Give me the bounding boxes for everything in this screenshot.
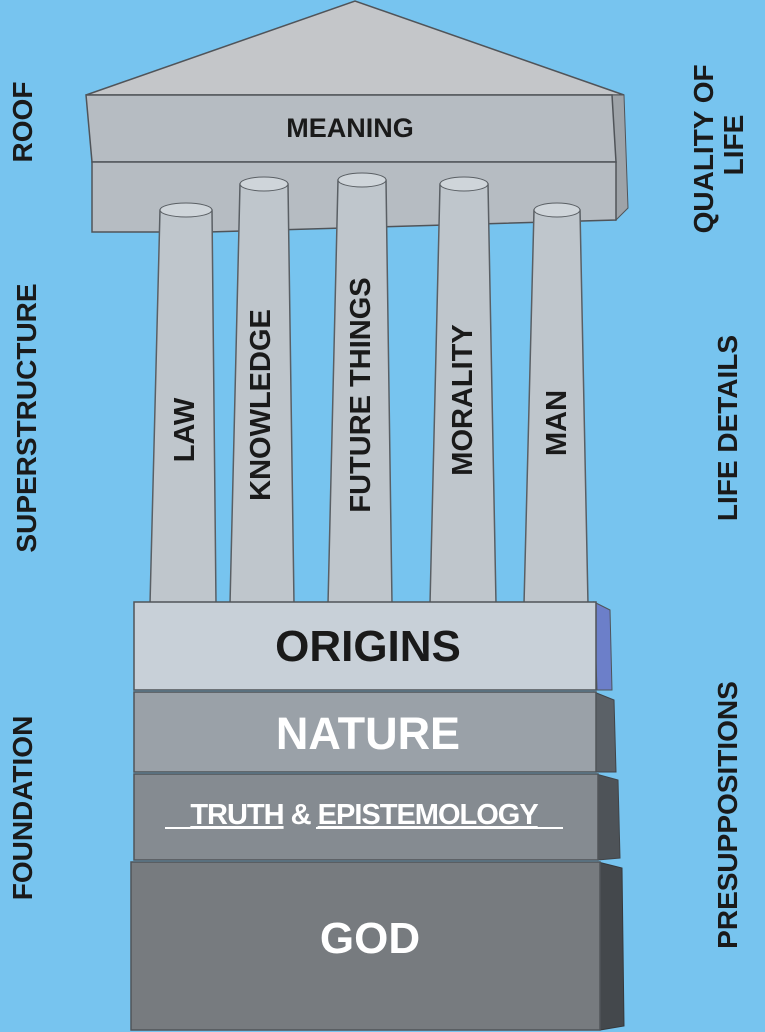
god-label: GOD [320,914,420,963]
truth-epistemology-label: TRUTH & EPISTEMOLOGY [190,799,538,831]
pillar-label-man: MAN [541,390,573,456]
ampersand: & [284,799,318,831]
quality-line2: LIFE [718,115,749,176]
pillar-future-things: FUTURE THINGS [327,172,393,605]
side-label-quality-of-life: QUALITY OF LIFE [688,57,749,234]
origins-block: ORIGINS [133,601,613,691]
truth-label: TRUTH [190,799,283,831]
pillar-label-morality: MORALITY [447,324,479,475]
epistemology-label: EPISTEMOLOGY [318,799,539,831]
truth-epistemology-block: TRUTH & EPISTEMOLOGY [133,773,621,861]
quality-line1: QUALITY OF [688,64,719,233]
pillar-morality: MORALITY [429,176,497,605]
side-label-superstructure: SUPERSTRUCTURE [11,283,42,552]
nature-block: NATURE [133,691,617,773]
origins-label: ORIGINS [275,622,461,671]
pillar-label-knowledge: KNOWLEDGE [245,309,277,501]
side-label-life-details: LIFE DETAILS [712,335,743,521]
roof-label: MEANING [286,113,414,143]
pillar-label-future-things: FUTURE THINGS [345,277,377,512]
side-label-roof: ROOF [7,82,38,163]
side-label-foundation: FOUNDATION [7,716,38,901]
pillar-label-law: LAW [169,397,201,462]
pillar-knowledge: KNOWLEDGE [229,176,295,605]
god-block: GOD [130,861,625,1031]
side-label-presuppositions: PRESUPPOSITIONS [712,681,743,949]
nature-label: NATURE [276,708,460,759]
pillar-man: MAN [523,202,589,605]
roof-pediment [85,0,625,96]
pillar-law: LAW [149,202,217,605]
